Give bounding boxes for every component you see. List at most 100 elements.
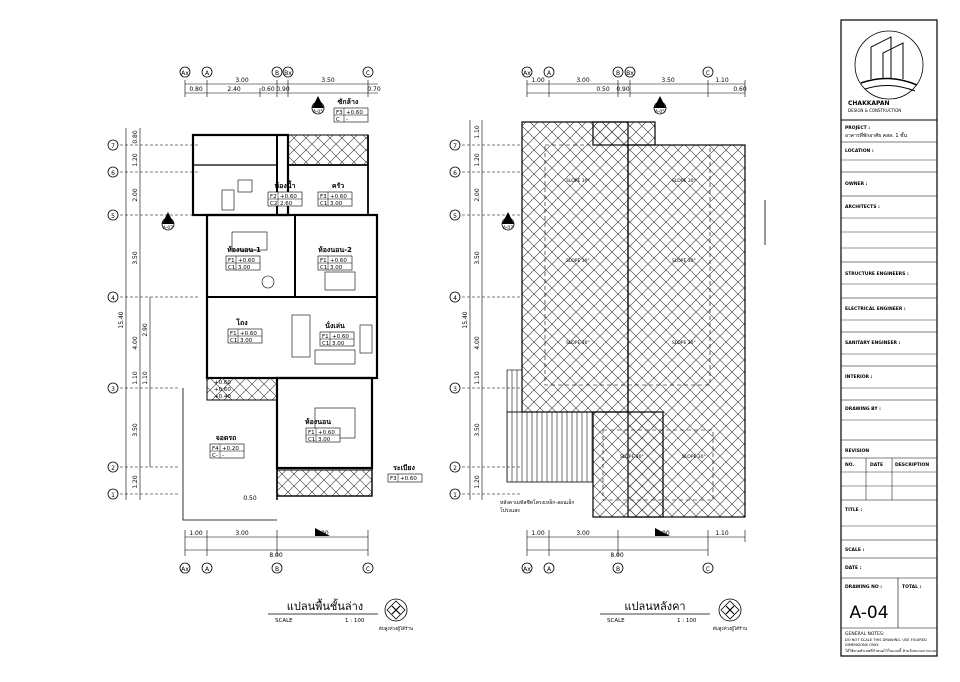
field-label: ELECTRICAL ENGINEER : — [845, 306, 906, 312]
roof-plan: Ax A B Bx C 1.00 3.00 3.50 1.10 0.50 0.9… — [449, 66, 766, 632]
field-label: INTERIOR : — [845, 374, 873, 380]
dim-label: 2.00 — [132, 188, 139, 202]
dim-label: 15.40 — [118, 311, 125, 328]
dim-label: 1.10 — [715, 530, 729, 537]
grid-label: Bx — [284, 70, 292, 77]
rev-col: NO. — [845, 462, 854, 468]
field-label: REVISION — [845, 448, 869, 454]
tag-code: F1 — [308, 430, 315, 436]
grid-label: 7 — [111, 143, 115, 150]
north-logo-icon — [718, 598, 742, 622]
grid-label: A — [205, 70, 210, 77]
dim-label: 1.20 — [474, 475, 481, 489]
room-name: จอดรถ — [216, 434, 237, 442]
dim-label: 3.50 — [132, 251, 139, 265]
dim-label: 1.20 — [132, 475, 139, 489]
room-name: ซักล้าง — [338, 97, 359, 106]
grid-label: C — [366, 566, 370, 573]
dim-label: 3.50 — [321, 77, 335, 84]
grid-label: B — [616, 70, 620, 77]
tag-value: 3.00 — [240, 338, 253, 344]
plan-title: แปลนหลังคา — [624, 600, 685, 613]
dim-label: 0.90 — [276, 86, 290, 93]
tag-value: +0.60 — [330, 258, 347, 264]
tag-code: F3 — [320, 194, 327, 200]
company-subtitle: DESIGN & CONSTRUCTION — [848, 108, 901, 113]
hatched-area — [206, 377, 278, 401]
field-label: STRUCTURE ENGINEERS : — [845, 271, 909, 277]
tag-code: C1 — [320, 201, 327, 207]
grid-label: 5 — [453, 213, 457, 220]
dim-label: 1.10 — [142, 371, 149, 385]
dim-label: 2.40 — [227, 86, 241, 93]
slope-label: SLOPE 30° — [672, 258, 696, 264]
room-name: ห้องนอน — [305, 417, 331, 426]
hatched-area — [276, 469, 373, 497]
grid-label: A — [547, 70, 552, 77]
roof-note: โปร่งแสง — [500, 507, 520, 514]
dim-label: 3.00 — [576, 77, 590, 84]
tag-value: 3.00 — [330, 201, 343, 207]
room-name: ห้องน้ำ — [275, 179, 296, 190]
tag-value: 3.00 — [330, 265, 343, 271]
tag-value: +0.60 — [240, 331, 257, 337]
tag-value: +0.20 — [222, 446, 239, 452]
dim-label: 2.90 — [142, 323, 149, 337]
grid-label: 1 — [111, 492, 115, 499]
tag-value: +0.60 — [346, 110, 363, 116]
ground-floor-plan: Ax A B Bx C 3.00 3.50 0.80 2.40 0.60 0.9… — [107, 66, 423, 632]
roof-areas — [506, 121, 746, 518]
grid-bubbles-top-left: Ax A B Bx C — [179, 66, 374, 78]
grid-label: 4 — [111, 295, 115, 302]
bottom-dimensions-right — [526, 530, 746, 556]
tag-value: - — [222, 453, 224, 459]
grid-bubbles-bottom-left: Ax A B C — [179, 562, 374, 574]
north-logo-icon — [384, 598, 408, 622]
dim-label: 4.00 — [132, 336, 139, 350]
room-name: ห้องนอน-1 — [227, 245, 261, 254]
grid-label: 3 — [111, 386, 115, 393]
tag-code: C1 — [230, 338, 237, 344]
note-line: DO NOT SCALE THIS DRAWING. USE FIGURED — [845, 638, 927, 642]
grid-bubbles-side-left: 7 6 5 4 3 2 1 — [107, 139, 119, 500]
sheet-number: A-04 — [849, 603, 888, 623]
dim-label: 1.10 — [132, 371, 139, 385]
grid-label: 4 — [453, 295, 457, 302]
bottom-dimensions-left — [184, 530, 369, 556]
tag-value: 3.00 — [318, 437, 331, 443]
dim-label: 1.00 — [531, 530, 545, 537]
tag-value: 3.00 — [332, 341, 345, 347]
slope-label: SLOPE 30° — [620, 454, 644, 460]
grid-label: A — [547, 566, 552, 573]
dim-label: 2.00 — [474, 188, 481, 202]
title-block: CHAKKAPAN DESIGN & CONSTRUCTION PROJECT … — [840, 19, 938, 657]
tag-code: F4 — [212, 446, 219, 452]
logo-caption: ดับสูงห่วงผู้ได้ร้าน — [713, 626, 747, 632]
grid-label: C — [366, 70, 370, 77]
room-name: ระเบียง — [393, 464, 415, 472]
dim-label: 0.50 — [243, 495, 257, 502]
tag-code: C2 — [270, 201, 277, 207]
scale-value: 1 : 100 — [677, 618, 697, 624]
room-name: โถง — [235, 318, 248, 327]
notes-label: GENERAL NOTES: — [845, 631, 884, 637]
field-label: ARCHITECTS : — [845, 204, 880, 210]
dim-label: 3.50 — [132, 423, 139, 437]
grid-bubbles-side-right: 7 6 5 4 3 2 1 — [449, 139, 461, 500]
field-label: DRAWING NO : — [845, 584, 882, 590]
grid-label: C — [706, 70, 710, 77]
company-name: CHAKKAPAN — [848, 100, 890, 107]
tag-value: - — [346, 117, 348, 123]
dim-label: 1.20 — [474, 153, 481, 167]
field-label: OWNER : — [845, 181, 868, 187]
section-label: A-05 — [313, 109, 323, 115]
top-dimensions-right — [526, 80, 746, 97]
dim-label: 0.50 — [596, 86, 610, 93]
dim-label: 0.70 — [367, 86, 381, 93]
top-dimensions-left — [184, 80, 378, 97]
slope-label: SLOPE 30° — [566, 258, 590, 264]
tag-code: F1 — [230, 331, 237, 337]
grid-label: 6 — [453, 170, 457, 177]
